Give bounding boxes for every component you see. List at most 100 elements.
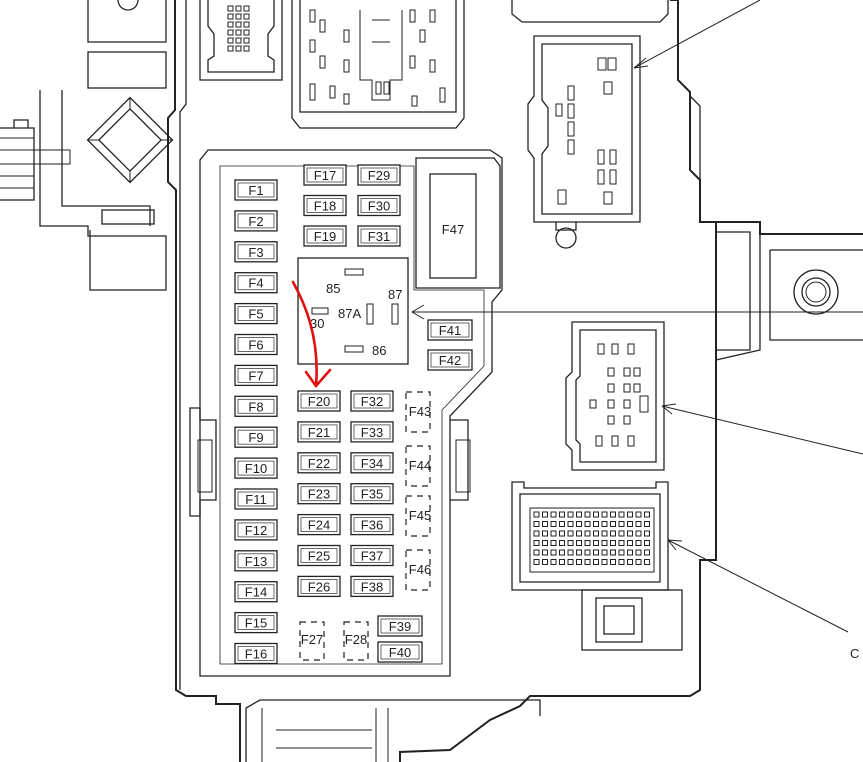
fuse-label: F21 — [308, 425, 330, 440]
fuse-inner-outline — [237, 429, 275, 445]
fuse-label: F8 — [248, 399, 263, 414]
relay-pin-87: 87 — [388, 287, 402, 302]
fuse-label: F42 — [439, 353, 461, 368]
connector-pin — [635, 521, 642, 527]
connector-pin — [576, 521, 582, 527]
connector-pin — [542, 540, 548, 546]
fuse-label: F9 — [248, 430, 263, 445]
connector-pin — [593, 530, 599, 537]
fuse-F18: F18 — [303, 194, 347, 217]
fuse-inner-outline — [306, 228, 344, 244]
connector-pin — [610, 521, 616, 527]
fuse-F38: F38 — [350, 575, 394, 598]
fuse-label: F1 — [248, 183, 263, 198]
fuse-outline — [297, 544, 341, 567]
connector-pin — [533, 540, 540, 546]
fuse-outline — [234, 581, 278, 603]
connector-pin — [533, 530, 540, 537]
fuse-inner-outline — [380, 644, 420, 660]
fuse-outline — [350, 421, 394, 443]
relay-pin-85: 85 — [326, 281, 340, 296]
fuse-inner-outline — [360, 167, 398, 183]
connector-pin — [567, 549, 574, 556]
fuse-outline — [427, 349, 473, 371]
fuse-F23: F23 — [297, 483, 341, 505]
fuse-F31: F31 — [357, 225, 401, 247]
fuse-outline — [357, 225, 401, 247]
fuse-F20: F20 — [297, 390, 341, 412]
fuse-label: F24 — [308, 518, 330, 533]
fuse-label: F19 — [314, 229, 336, 244]
connector-pin — [550, 530, 557, 537]
fuse-inner-outline — [237, 367, 275, 383]
fuse-F33: F33 — [350, 421, 394, 443]
fuse-F32: F32 — [350, 390, 394, 412]
fuse-inner-outline — [300, 486, 338, 502]
connector-pin — [576, 549, 582, 556]
fuse-F40: F40 — [377, 641, 423, 663]
connector-pin — [542, 521, 548, 527]
fuse-outline — [303, 194, 347, 217]
fuse-F1: F1 — [234, 179, 278, 201]
fuse-inner-outline — [353, 579, 391, 594]
connector-pin — [610, 549, 616, 556]
connector-pin — [644, 511, 650, 518]
fuse-F22: F22 — [297, 452, 341, 474]
connector-pin — [559, 540, 565, 546]
fuse-F8: F8 — [234, 395, 278, 417]
fuse-inner-outline — [430, 322, 470, 338]
fuse-label: F40 — [389, 645, 411, 660]
svg-text:F43: F43 — [409, 404, 431, 419]
fuse-F13: F13 — [234, 550, 278, 572]
fuse-inner-outline — [353, 393, 391, 409]
fuse-label: F29 — [368, 168, 390, 183]
fuse-inner-outline — [353, 517, 391, 532]
fuse-F30: F30 — [357, 194, 401, 217]
fuse-outline — [377, 641, 423, 663]
fuse-inner-outline — [237, 522, 275, 538]
fuse-inner-outline — [300, 548, 338, 563]
fuse-inner-outline — [380, 618, 420, 634]
connector-pin — [584, 511, 591, 518]
fuse-F36: F36 — [350, 513, 394, 536]
fuse-outline — [234, 395, 278, 417]
fuse-outline — [303, 225, 347, 247]
fuse-label: F38 — [361, 579, 383, 594]
fuse-outline — [234, 642, 278, 665]
slot-F44: F44 — [405, 445, 431, 487]
fuse-label: F10 — [245, 461, 267, 476]
right-upper-connector — [527, 35, 641, 249]
fuse-outline — [297, 513, 341, 536]
connector-pin — [533, 521, 540, 527]
fuse-inner-outline — [306, 198, 344, 213]
fuse-F14: F14 — [234, 581, 278, 603]
fuse-label: F25 — [308, 549, 330, 564]
fuse-outline — [234, 241, 278, 263]
connector-pin — [584, 521, 591, 527]
fuse-F25: F25 — [297, 544, 341, 567]
connector-pin — [559, 530, 565, 537]
connector-pin — [601, 521, 608, 527]
fuse-outline — [234, 457, 278, 479]
svg-text:F44: F44 — [409, 458, 431, 473]
fuse-inner-outline — [353, 548, 391, 563]
connector-pin — [618, 521, 625, 527]
fuse-label: F4 — [248, 276, 263, 291]
connector-pin — [559, 549, 565, 556]
fuse-inner-outline — [237, 337, 275, 352]
lower-connector-pins — [533, 511, 650, 565]
fuse-F11: F11 — [234, 488, 278, 510]
connector-pin — [618, 549, 625, 556]
fuse-outline — [427, 319, 473, 341]
connector-pin — [593, 559, 599, 565]
connector-pin — [618, 540, 625, 546]
connector-pin — [567, 540, 574, 546]
fuse-outline — [234, 364, 278, 387]
fuse-outline — [297, 452, 341, 474]
slot-F45: F45 — [405, 495, 431, 537]
connector-pin — [644, 521, 650, 527]
fuse-inner-outline — [237, 182, 275, 198]
fuse-outline — [350, 513, 394, 536]
connector-pin — [550, 511, 557, 518]
